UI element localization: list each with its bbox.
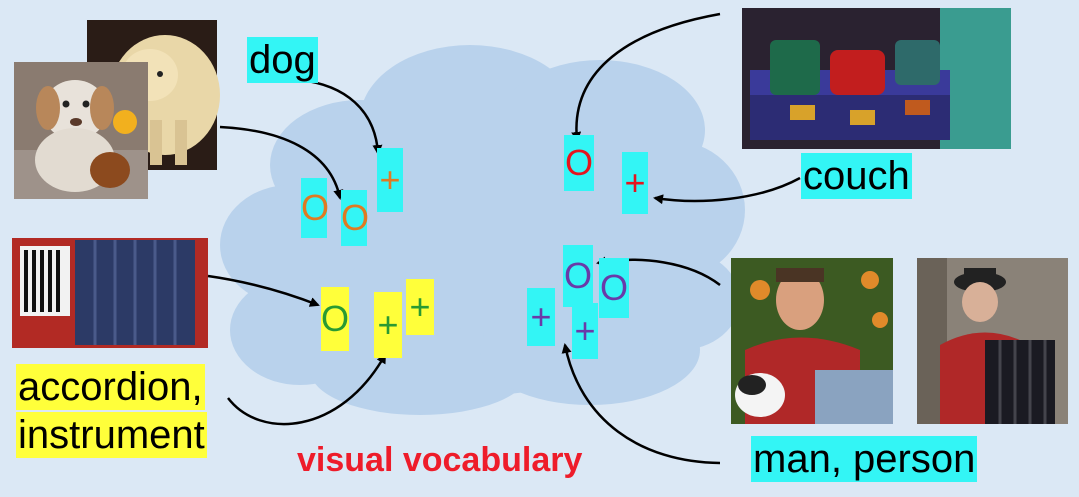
token-couch-o: O bbox=[564, 135, 594, 191]
label-accordion-line2: instrument bbox=[16, 412, 207, 458]
dog-photo-front bbox=[14, 62, 148, 199]
arrow-accordion-photo bbox=[207, 274, 320, 307]
token-man-plus1: + bbox=[527, 288, 555, 346]
arrow-couch-label bbox=[653, 176, 801, 205]
arrow-accordion-label bbox=[227, 353, 387, 426]
arrow-dog-photo bbox=[219, 125, 344, 200]
token-acc-plus2: + bbox=[406, 279, 434, 335]
token-man-o2: O bbox=[599, 258, 629, 318]
man-laptop-photo bbox=[731, 258, 893, 424]
token-man-o1: O bbox=[563, 245, 593, 307]
token-acc-plus1: + bbox=[374, 292, 402, 358]
token-dog-o2: O bbox=[341, 190, 369, 246]
accordion-photo bbox=[12, 238, 208, 348]
label-accordion-line1: accordion, bbox=[16, 364, 205, 410]
token-acc-o: O bbox=[321, 287, 349, 351]
token-dog-plus: + bbox=[377, 148, 403, 212]
label-man-person: man, person bbox=[751, 436, 978, 482]
cloud-shape bbox=[220, 45, 745, 415]
arrow-couch-photo bbox=[571, 12, 721, 142]
label-couch: couch bbox=[801, 153, 912, 199]
arrow-man-label bbox=[561, 343, 721, 465]
label-dog: dog bbox=[247, 37, 318, 83]
token-couch-plus: + bbox=[622, 152, 648, 214]
token-man-plus2: + bbox=[572, 303, 598, 359]
couch-photo bbox=[742, 8, 1011, 149]
man-accordion-photo bbox=[917, 258, 1068, 424]
token-dog-o1: O bbox=[301, 178, 329, 238]
diagram-title: visual vocabulary bbox=[297, 441, 583, 479]
